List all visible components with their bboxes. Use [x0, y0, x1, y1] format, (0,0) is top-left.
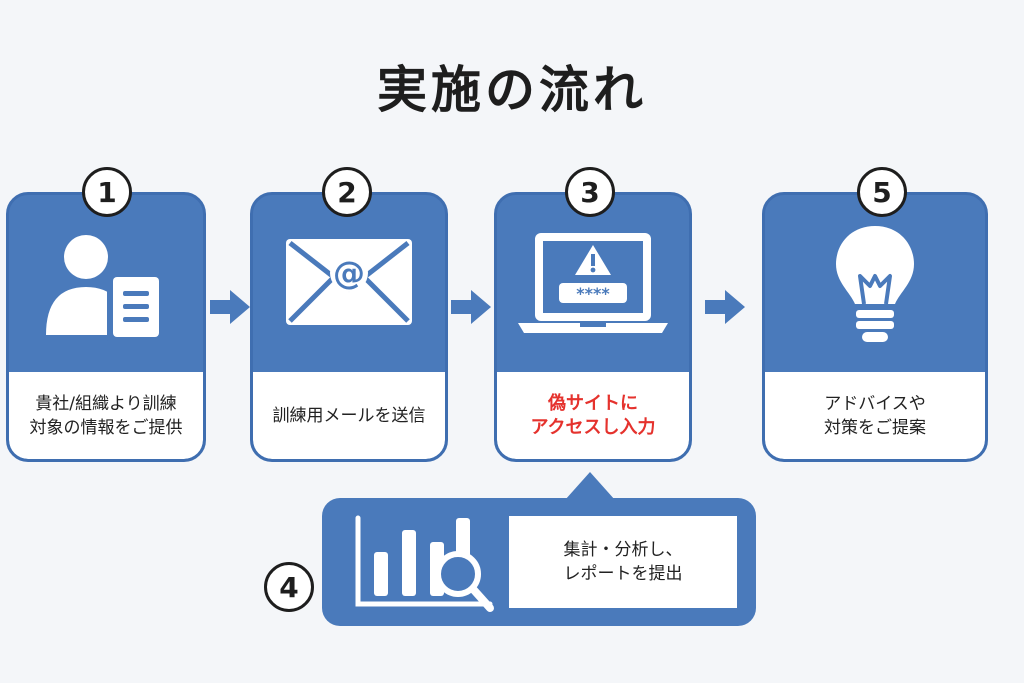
step-1-card: 貴社/組織より訓練 対象の情報をご提供 — [6, 192, 206, 462]
step-3-number: 3 — [565, 167, 615, 217]
analysis-panel: 集計・分析し、 レポートを提出 — [322, 498, 756, 626]
svg-text:****: **** — [576, 284, 610, 303]
lightbulb-icon — [836, 226, 914, 342]
panel-pointer — [565, 472, 615, 500]
step-5-card: アドバイスや 対策をご提案 — [762, 192, 988, 462]
step-2-number: 2 — [322, 167, 372, 217]
bar-chart-search-icon — [355, 515, 494, 612]
user-document-icon — [46, 235, 165, 343]
step-5-number: 5 — [857, 167, 907, 217]
analysis-label: 集計・分析し、 レポートを提出 — [509, 516, 737, 608]
arrow-right-icon — [451, 290, 491, 324]
step-5-label: アドバイスや 対策をご提案 — [765, 372, 985, 459]
step-4-number: 4 — [264, 562, 314, 612]
laptop-warning-icon: **** — [518, 233, 668, 333]
step-1-number: 1 — [82, 167, 132, 217]
step-3-card: **** 偽サイトに アクセスし入力 — [494, 192, 692, 462]
arrow-right-icon — [210, 290, 250, 324]
page-title: 実施の流れ — [377, 61, 647, 119]
step-1-label: 貴社/組織より訓練 対象の情報をご提供 — [9, 372, 203, 459]
step-2-card: @ 訓練用メールを送信 — [250, 192, 448, 462]
email-icon: @ — [286, 239, 412, 325]
svg-text:@: @ — [333, 254, 365, 292]
arrow-right-icon — [705, 290, 745, 324]
step-2-label: 訓練用メールを送信 — [253, 372, 445, 459]
step-3-label: 偽サイトに アクセスし入力 — [497, 372, 689, 459]
